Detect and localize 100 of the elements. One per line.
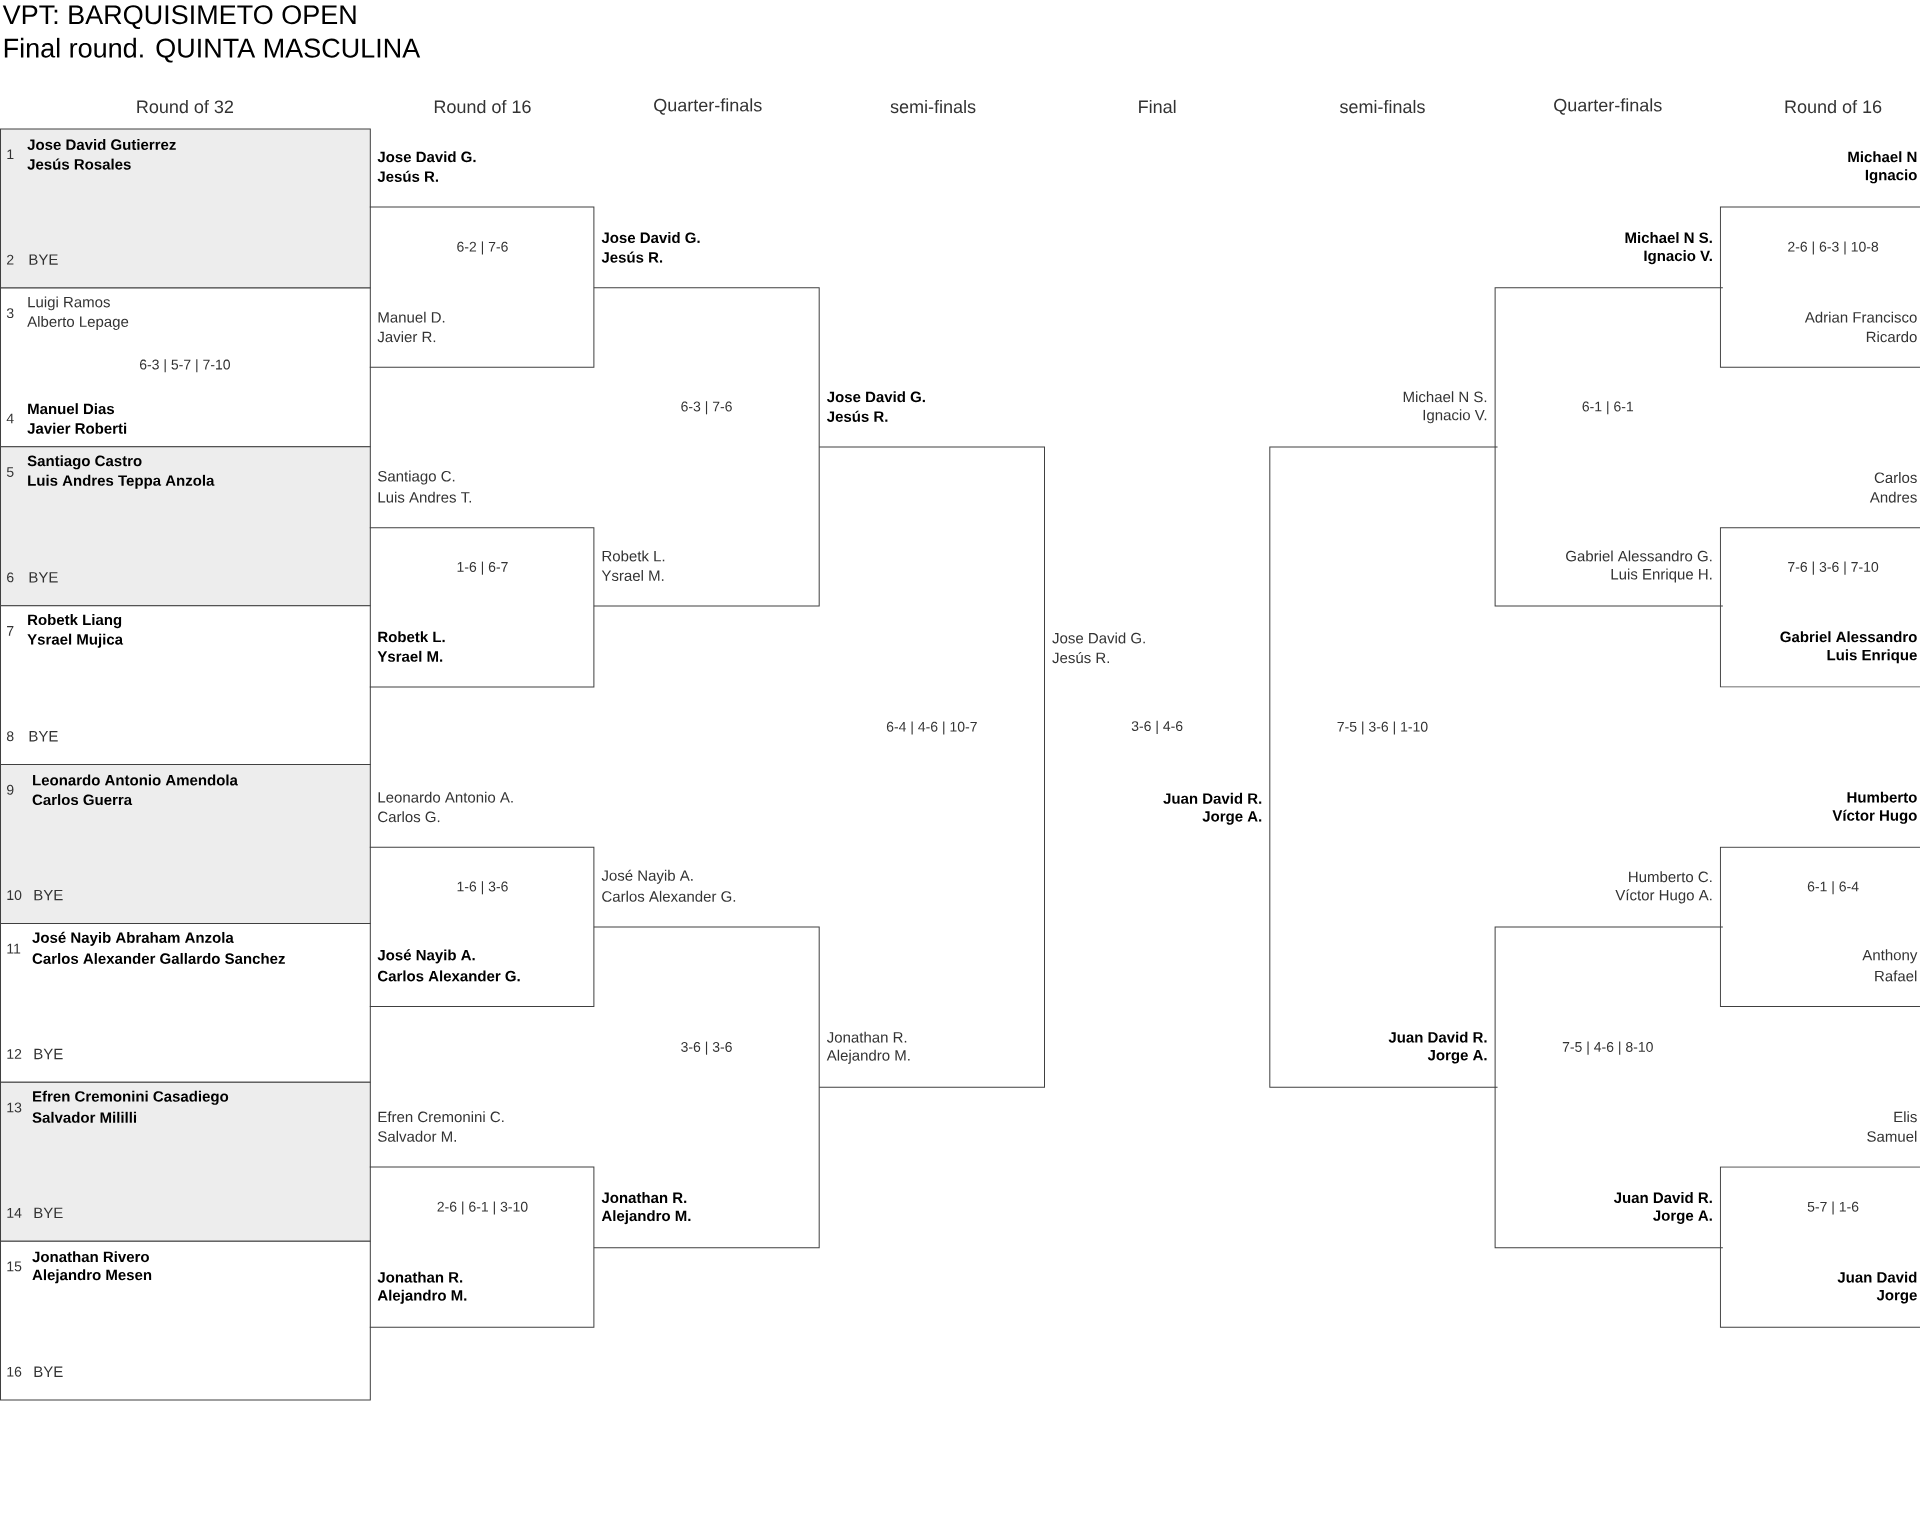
player-name: Ysrael Mujica [27,633,124,648]
score-text: 3-6 | 3-6 [681,1041,732,1055]
player-name: Santiago Castro [27,455,142,470]
match-bracket [1494,232,1724,607]
player-name: Jonathan Rivero [32,1251,149,1263]
match-box [0,922,371,1083]
bye-label: BYE [29,572,58,583]
score-text: 3-6 | 4-6 [1131,720,1183,734]
match-box [0,446,371,607]
score-text: 2-6 | 6-3 | 10-8 [1788,241,1879,255]
bye-label: BYE [34,1207,63,1218]
score-text: 6-4 | 4-6 | 10-7 [886,721,977,735]
seed-number: 14 [7,1208,22,1218]
match-box [0,128,371,289]
player-name: Gabriel Alessandro G. [1566,550,1712,562]
player-name: Alejandro Mesen [32,1269,152,1284]
player-name: Michael N S. [1403,391,1487,403]
bye-label: BYE [34,889,63,901]
player-name: Juan David R. [1613,1192,1712,1204]
score-text: 6-2 | 7-6 [457,241,508,255]
player-name: Andres [1869,491,1917,503]
column-header: semi-finals [1339,99,1425,114]
player-name: Jorge [1876,1290,1917,1304]
player-name: Carlos Alexander G. [602,890,736,902]
match-bracket [369,1111,595,1328]
score-text: 6-1 | 6-1 [1582,401,1633,415]
player-name: Anthony [1862,949,1918,964]
player-name: Michael N [1848,151,1917,163]
player-name: Jesús R. [826,410,888,422]
player-name: Víctor Hugo A. [1615,889,1712,904]
seed-number: 11 [7,943,21,954]
match-box [0,764,371,924]
player-name: Salvador M. [378,1130,456,1142]
player-name: Jesús R. [377,170,438,182]
player-name: Samuel [1867,1130,1917,1142]
column-header: semi-finals [890,99,976,114]
player-name: Efren Cremonini C. [378,1111,504,1123]
player-name: Juan David R. [1388,1031,1487,1043]
player-name: Ricardo [1866,331,1917,343]
player-name: Jose David G. [377,151,476,163]
player-name: Javier Roberti [27,422,127,434]
player-name: Luigi Ramos [28,296,110,311]
match-bracket [369,470,595,688]
score-text: 1-6 | 3-6 [457,881,508,895]
player-name: Leonardo Antonio Amendola [33,774,238,786]
player-name: Carlos [1874,472,1917,484]
seed-number: 5 [6,467,14,477]
bye-label: BYE [29,731,58,742]
player-name: Robetk L. [602,550,665,562]
match-bracket [818,391,1045,1088]
player-name: Alejandro M. [377,1289,467,1304]
seed-number: 1 [7,149,14,160]
bye-label: BYE [34,1366,63,1377]
seed-number: 6 [7,572,14,583]
player-name: Ignacio [1865,169,1917,184]
player-name: Robetk L. [378,631,445,643]
score-text: 1-6 | 6-7 [457,561,508,575]
column-header: Round of 16 [1785,99,1882,114]
player-name: Jonathan R. [827,1031,907,1043]
player-name: Santiago C. [378,470,455,485]
player-name: Alejandro M. [601,1210,691,1225]
score-text: 2-6 | 6-1 | 3-10 [437,1201,528,1215]
player-name: Rafael [1875,970,1917,982]
player-name: Adrian Francisco [1804,311,1917,323]
player-name: Luis Andres Teppa Anzola [28,474,215,489]
player-name: Humberto [1847,791,1917,803]
player-name: Carlos Alexander G. [377,970,520,982]
column-header: Round of 16 [434,99,531,114]
seed-number: 13 [7,1102,22,1113]
player-name: Víctor Hugo [1832,809,1917,824]
player-name: Jesús R. [601,251,663,263]
seed-number: 12 [7,1049,22,1059]
player-name: Jose David Gutierrez [27,139,176,150]
score-text: 7-5 | 4-6 | 8-10 [1562,1041,1653,1055]
player-name: José Nayib A. [377,949,475,964]
seed-number: 2 [7,254,14,265]
match-bracket [1719,791,1920,1008]
match-bracket [1719,472,1920,688]
player-name: Carlos G. [378,811,440,823]
column-header: Final [1139,99,1176,114]
seed-number: 16 [7,1366,22,1377]
player-name: Luis Andres T. [378,491,471,503]
seed-number: 4 [6,413,14,424]
title: VPT: BARQUISIMETO OPEN [2,5,356,30]
player-name: José Nayib Abraham Anzola [32,931,234,946]
match-bracket [1719,151,1920,368]
player-name: Alejandro M. [826,1049,910,1064]
player-name: Manuel D. [378,311,445,323]
match-box [0,1081,371,1242]
seed-number: 7 [7,626,14,636]
bye-label: BYE [34,1048,63,1060]
match-bracket [1494,871,1724,1249]
player-name: Leonardo Antonio A. [378,791,513,803]
player-name: Juan David [1837,1271,1917,1283]
match-bracket [593,232,820,607]
match-bracket [1269,391,1499,1088]
player-name: Efren Cremonini Casadiego [33,1090,229,1105]
match-bracket [593,869,820,1249]
player-name: José Nayib A. [601,869,693,884]
score-text: 5-7 | 1-6 [1807,1201,1859,1215]
